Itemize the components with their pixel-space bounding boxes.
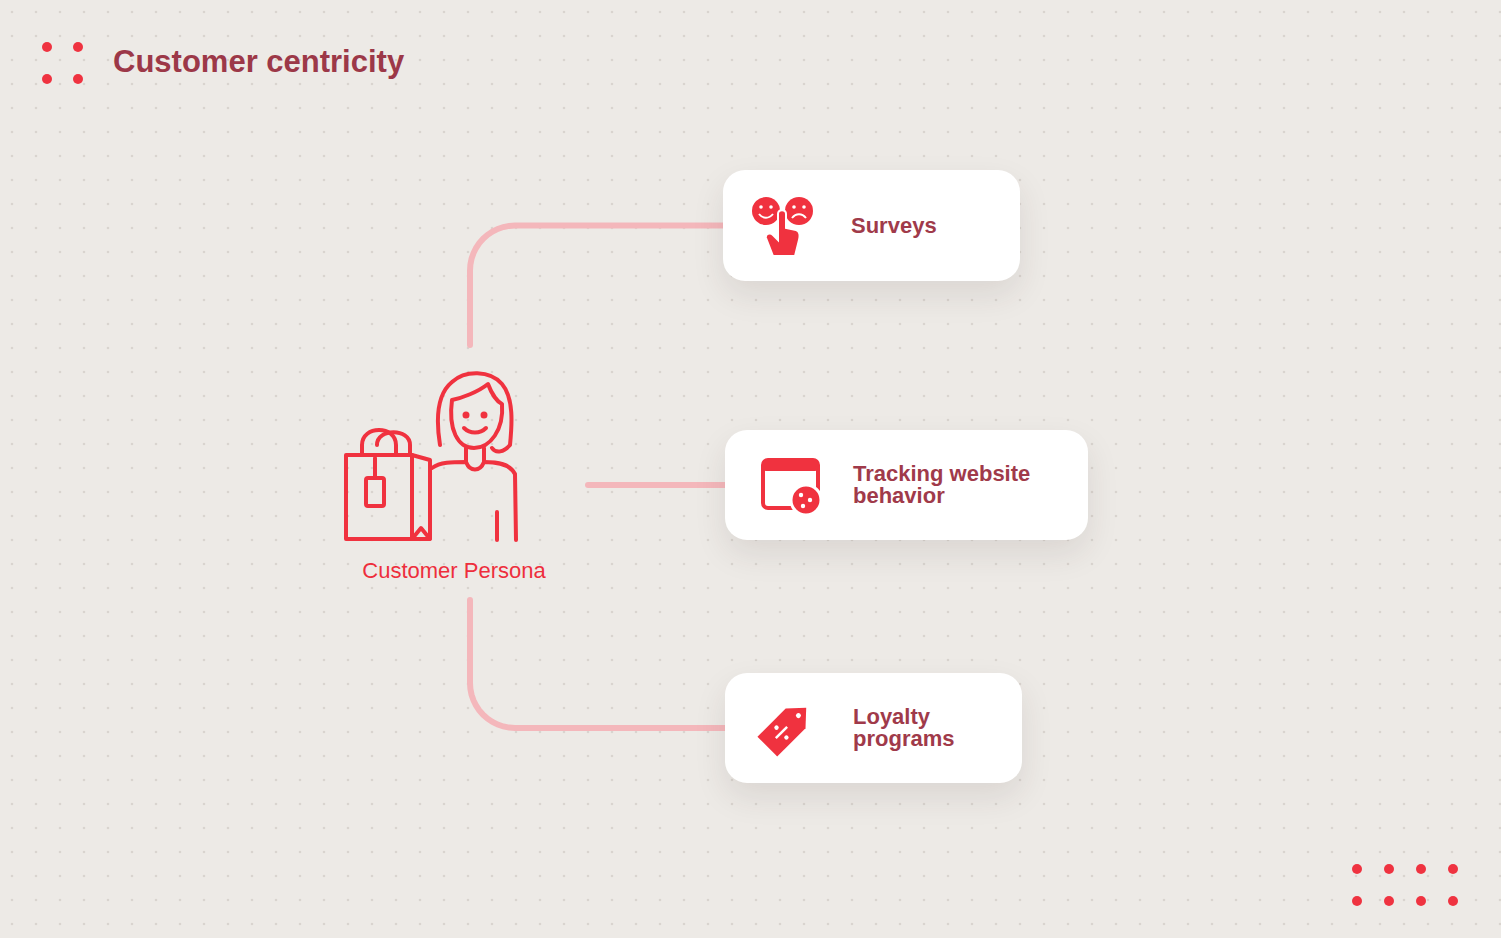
diagram-title: Customer centricity bbox=[113, 44, 404, 80]
bag-handle bbox=[377, 432, 410, 455]
loyalty-icon bbox=[757, 698, 816, 757]
survey-icon bbox=[752, 197, 813, 256]
tracking-icon bbox=[763, 460, 821, 515]
body bbox=[432, 462, 516, 540]
card-label: Surveys bbox=[851, 215, 937, 237]
bag-side bbox=[412, 455, 430, 539]
eye bbox=[465, 414, 468, 417]
method-card: Loyalty programs bbox=[725, 673, 1022, 783]
eye bbox=[483, 414, 486, 417]
connector-line bbox=[470, 226, 723, 346]
face bbox=[451, 384, 502, 448]
bag bbox=[346, 455, 412, 539]
tag-string bbox=[373, 458, 377, 478]
bag-tag bbox=[366, 478, 384, 506]
corner-dots bbox=[1352, 864, 1458, 906]
hair bbox=[438, 373, 512, 451]
arm bbox=[495, 512, 499, 540]
card-label: Loyalty programs bbox=[853, 706, 994, 750]
smile bbox=[464, 428, 486, 433]
card-label: Tracking website behavior bbox=[853, 463, 1043, 507]
method-card: Surveys bbox=[723, 170, 1020, 281]
corner-dots bbox=[42, 42, 83, 84]
method-card: Tracking website behavior bbox=[725, 430, 1088, 540]
persona-node: Customer Persona bbox=[320, 345, 588, 600]
persona-label: Customer Persona bbox=[362, 558, 545, 584]
connector-line bbox=[470, 600, 725, 728]
connector-line bbox=[588, 482, 725, 488]
neck bbox=[466, 448, 484, 462]
